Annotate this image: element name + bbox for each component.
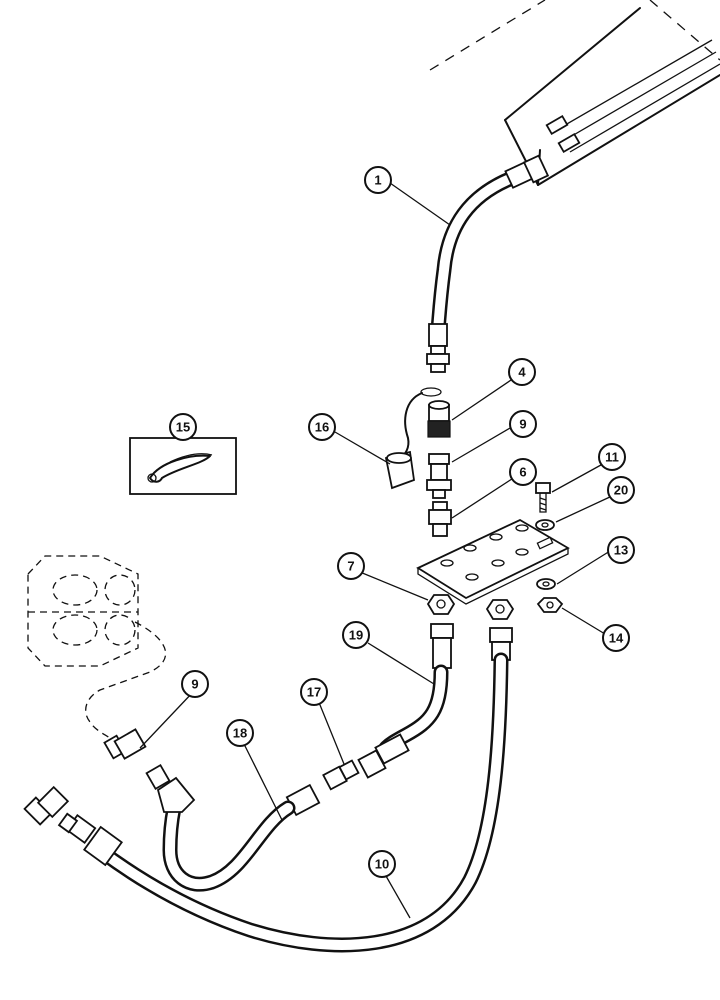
callout-14: 14: [602, 624, 630, 652]
callout-9-upper: 9: [509, 410, 537, 438]
callout-6: 6: [509, 458, 537, 486]
callout-17: 17: [300, 678, 328, 706]
callout-1: 1: [364, 166, 392, 194]
strap-inset-15: [129, 437, 237, 495]
callout-16: 16: [308, 413, 336, 441]
callout-label-10: 10: [375, 857, 389, 872]
callout-label-9-upper: 9: [519, 417, 526, 432]
callout-15: 15: [169, 413, 197, 441]
callout-label-4: 4: [518, 365, 526, 380]
holder-block: [27, 555, 167, 739]
hose-10: [57, 627, 513, 953]
hose-1: [426, 154, 550, 373]
callout-9-lower: 9: [181, 670, 209, 698]
callout-label-18: 18: [233, 726, 247, 741]
callout-label-7: 7: [347, 559, 354, 574]
callout-10: 10: [368, 850, 396, 878]
callout-label-17: 17: [307, 685, 321, 700]
quick-coupler: [23, 785, 70, 826]
callout-13: 13: [607, 536, 635, 564]
coupler-4: [427, 400, 451, 438]
washer-20: [535, 519, 555, 531]
callout-label-1: 1: [374, 173, 381, 188]
adapter-17: [322, 759, 360, 791]
nut-14: [536, 597, 564, 613]
callout-label-11: 11: [605, 450, 619, 465]
callout-7: 7: [337, 552, 365, 580]
callout-label-16: 16: [315, 420, 329, 435]
washer-13: [536, 578, 556, 590]
callout-label-9-lower: 9: [191, 677, 198, 692]
coupler-9-lower: [103, 728, 147, 760]
callout-label-15: 15: [176, 420, 190, 435]
coupler-9: [426, 453, 452, 499]
nut-7: [426, 594, 456, 615]
boom-housing: [429, 0, 720, 186]
callout-label-14: 14: [609, 631, 624, 646]
callout-18: 18: [226, 719, 254, 747]
callout-label-13: 13: [614, 543, 628, 558]
hose-19: [357, 623, 454, 779]
nut-upper: [485, 599, 515, 620]
hose-18: [145, 763, 321, 892]
callout-11: 11: [598, 443, 626, 471]
callout-19: 19: [342, 621, 370, 649]
callout-label-20: 20: [614, 483, 628, 498]
bolt-11: [535, 482, 551, 513]
callout-4: 4: [508, 358, 536, 386]
callout-label-6: 6: [519, 465, 526, 480]
callout-20: 20: [607, 476, 635, 504]
mounting-plate: [416, 518, 570, 605]
adapter-6: [428, 501, 452, 537]
callout-label-19: 19: [349, 628, 363, 643]
leader-lines: [139, 182, 613, 919]
dust-cap-16: [384, 387, 442, 490]
